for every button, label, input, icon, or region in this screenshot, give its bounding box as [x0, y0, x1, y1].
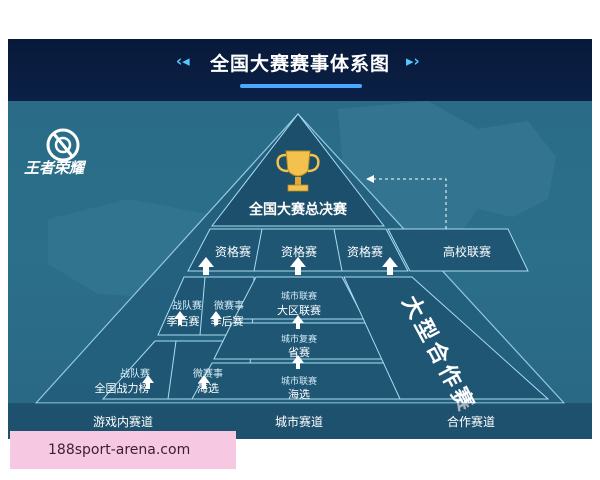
- college-league-label: 高校联赛: [442, 245, 491, 259]
- watermark-banner: 188sport-arena.com: [10, 431, 236, 469]
- city-select-sub: 海选: [288, 388, 310, 401]
- college-feed-line: [370, 178, 447, 229]
- logo-icon: [46, 128, 80, 162]
- page-title: 全国大赛赛事体系图: [209, 53, 390, 75]
- chevron-right-icon: ▸›: [406, 52, 420, 70]
- apex-label: 全国大赛总决赛: [249, 202, 347, 218]
- team-rank-title: 战队赛: [120, 369, 150, 380]
- micro-select-sub: 海选: [197, 382, 219, 395]
- title-underline: [240, 84, 362, 88]
- arrow-up-icon: [382, 257, 398, 275]
- team-playoff-sub: 季后赛: [166, 315, 200, 328]
- college-league-tile: [387, 228, 529, 272]
- header-bar: ‹◂ 全国大赛赛事体系图 ▸›: [8, 39, 592, 101]
- qualifier-label-1: 资格赛: [214, 245, 251, 259]
- track-game-label: 游戏内赛道: [92, 415, 153, 429]
- chevron-left-icon: ‹◂: [176, 52, 190, 70]
- partner-tile: [343, 276, 550, 400]
- arrow-up-icon: [292, 315, 304, 329]
- qualifier-label-3: 资格赛: [346, 245, 383, 259]
- track-city-label: 城市赛道: [274, 415, 323, 429]
- city-select-title: 城市联赛: [280, 377, 317, 387]
- city-region-sub: 大区联赛: [277, 304, 321, 317]
- micro-playoff-title: 微赛事: [214, 301, 244, 312]
- arrow-up-icon: [198, 375, 210, 389]
- track-partner-label: 合作赛道: [446, 415, 495, 429]
- logo-text: 王者荣耀: [24, 159, 85, 177]
- arrow-left-icon: [366, 175, 374, 183]
- arrow-up-icon: [210, 311, 222, 325]
- pyramid-graphic: [34, 101, 566, 404]
- city-region-title: 城市联赛: [280, 292, 317, 302]
- arrow-up-icon: [198, 257, 214, 275]
- arrow-group: [142, 257, 398, 389]
- diagram-frame: ‹◂ 全国大赛赛事体系图 ▸›: [8, 39, 592, 439]
- micro-select-title: 微赛事: [193, 369, 223, 380]
- arrow-up-icon: [174, 311, 186, 325]
- city-province-sub: 省赛: [288, 346, 310, 359]
- arrow-up-icon: [292, 355, 304, 369]
- arrow-up-icon: [290, 257, 306, 275]
- qualifier-label-2: 资格赛: [280, 245, 317, 259]
- qualifier-band: [187, 228, 409, 272]
- arrow-up-icon: [142, 375, 154, 389]
- team-rank-sub: 全国战力榜: [94, 382, 150, 395]
- trophy-icon: [276, 150, 320, 192]
- city-province-title: 城市复赛: [280, 335, 317, 345]
- micro-playoff-sub: 季后赛: [210, 315, 244, 328]
- team-playoff-title: 战队赛: [172, 301, 202, 312]
